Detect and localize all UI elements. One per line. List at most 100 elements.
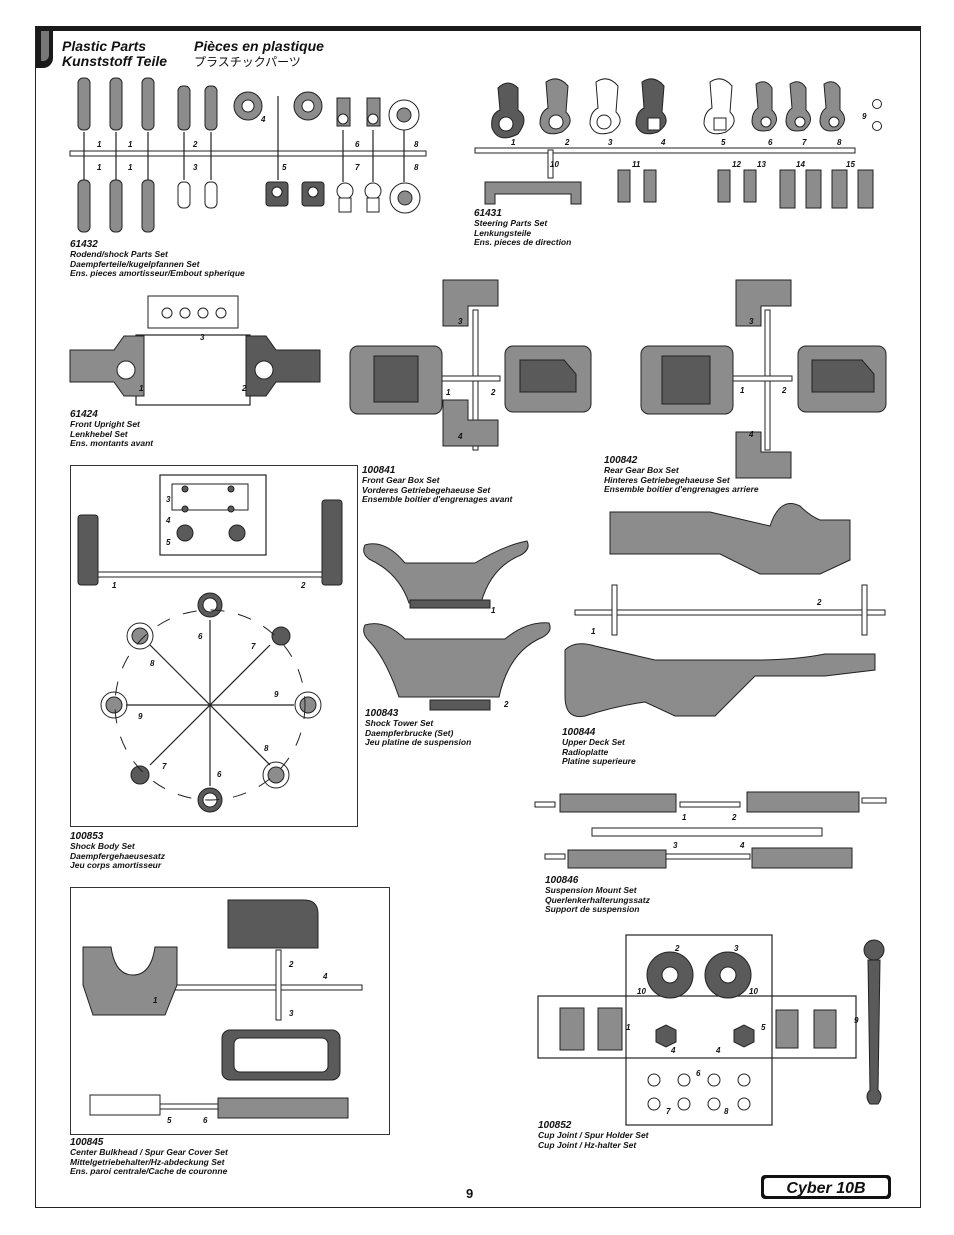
- part-num: 1: [491, 606, 496, 615]
- part-num: 3: [749, 317, 754, 326]
- part-num: 6: [217, 770, 222, 779]
- part-num: 7: [355, 163, 360, 172]
- part-num: 4: [740, 841, 745, 850]
- sprue-100843: [363, 540, 551, 711]
- part-num: 4: [166, 516, 171, 525]
- caption-100841: 100841 Front Gear Box Set Vorderes Getri…: [362, 465, 512, 505]
- part-number: 100844: [562, 727, 596, 738]
- caption-en: Center Bulkhead / Spur Gear Cover Set: [70, 1147, 228, 1157]
- sprue-100846: [534, 791, 887, 869]
- part-num: 1: [128, 140, 133, 149]
- caption-de: Lenkungsteile: [474, 227, 532, 238]
- part-num: 2: [817, 598, 822, 607]
- caption-100843: 100843 Shock Tower Set Daempferbrucke (S…: [365, 708, 471, 748]
- part-num: 5: [282, 163, 287, 172]
- caption-de: Cup Joint / Hz-halter Set: [538, 1139, 637, 1150]
- caption-en: Suspension Mount Set: [545, 885, 637, 895]
- part-num: 1: [682, 813, 687, 822]
- caption-en: Shock Body Set: [70, 841, 135, 851]
- caption-de: Daempfergehaeusesatz: [70, 850, 165, 861]
- part-num: 7: [251, 642, 256, 651]
- part-num: 5: [167, 1116, 172, 1125]
- svg-text:Cyber 10B: Cyber 10B: [786, 1180, 865, 1197]
- part-num: 1: [591, 627, 596, 636]
- part-number: 100843: [365, 708, 399, 719]
- part-number: 100845: [70, 1137, 104, 1148]
- part-num: 10: [749, 987, 758, 996]
- sprue-100842: [640, 279, 887, 479]
- part-num: 3: [673, 841, 678, 850]
- part-number: 61432: [70, 239, 98, 250]
- caption-100845: 100845 Center Bulkhead / Spur Gear Cover…: [70, 1137, 228, 1177]
- part-num: 11: [632, 160, 641, 169]
- part-num: 3: [734, 944, 739, 953]
- part-num: 1: [97, 163, 102, 172]
- cyber-10b-logo: Cyber 10B: [761, 1175, 891, 1199]
- part-num: 8: [414, 163, 419, 172]
- part-num: 2: [675, 944, 680, 953]
- caption-de: Radioplatte: [562, 746, 609, 757]
- caption-100853: 100853 Shock Body Set Daempfergehaeusesa…: [70, 831, 165, 871]
- sprue-100841: [349, 279, 592, 451]
- title-jp: プラスチックパーツ: [194, 55, 301, 69]
- part-num: 3: [193, 163, 198, 172]
- part-num: 12: [732, 160, 741, 169]
- caption-fr: Jeu platine de suspension: [365, 737, 472, 747]
- part-num: 2: [301, 581, 306, 590]
- part-num: 2: [565, 138, 570, 147]
- part-number: 100853: [70, 831, 104, 842]
- part-num: 1: [112, 581, 117, 590]
- part-num: 1: [153, 996, 158, 1005]
- sprue-61432: [69, 77, 427, 233]
- sprue-61431: [474, 78, 882, 209]
- part-num: 6: [203, 1116, 208, 1125]
- caption-fr: Ensemble boitier d'engrenages avant: [362, 494, 513, 504]
- shock-body-frame: [70, 465, 358, 827]
- part-num: 6: [198, 632, 203, 641]
- caption-fr: Platine superieure: [562, 756, 636, 766]
- caption-en: Upper Deck Set: [562, 737, 625, 747]
- caption-fr: Ens. montants avant: [70, 438, 154, 448]
- part-num: 9: [862, 112, 867, 121]
- part-number: 61424: [70, 409, 98, 420]
- part-num: 7: [666, 1107, 671, 1116]
- caption-fr: Ens. pieces de direction: [474, 237, 572, 247]
- header-rule: [35, 26, 920, 31]
- part-num: 4: [749, 430, 754, 439]
- part-num: 4: [261, 115, 266, 124]
- caption-100852: 100852 Cup Joint / Spur Holder Set Cup J…: [538, 1120, 649, 1150]
- part-num: 1: [740, 386, 745, 395]
- part-num: 4: [716, 1046, 721, 1055]
- caption-en: Rodend/shock Parts Set: [70, 249, 168, 259]
- caption-fr: Support de suspension: [545, 904, 640, 914]
- caption-en: Cup Joint / Spur Holder Set: [538, 1130, 649, 1140]
- part-num: 14: [796, 160, 805, 169]
- part-num: 6: [355, 140, 360, 149]
- caption-100842: 100842 Rear Gear Box Set Hinteres Getrie…: [604, 455, 759, 495]
- caption-fr: Ens. pieces amortisseur/Embout spherique: [70, 268, 245, 278]
- caption-de: Hinteres Getriebegehaeuse Set: [604, 474, 730, 485]
- part-num: 1: [128, 163, 133, 172]
- caption-de: Daempferteile/kugelpfannen Set: [70, 258, 200, 269]
- part-number: 100846: [545, 875, 579, 886]
- caption-en: Steering Parts Set: [474, 218, 548, 228]
- title-fr: Pièces en plastique: [194, 38, 324, 54]
- caption-fr: Ensemble boitier d'engrenages arriere: [604, 484, 759, 494]
- caption-61431: 61431 Steering Parts Set Lenkungsteile E…: [474, 208, 571, 248]
- sprue-100845: [82, 899, 363, 1119]
- part-num: 9: [274, 690, 279, 699]
- part-num: 10: [637, 987, 646, 996]
- part-num: 8: [724, 1107, 729, 1116]
- part-num: 1: [626, 1023, 631, 1032]
- caption-de: Mittelgetriebehalter/Hz-abdeckung Set: [70, 1156, 225, 1167]
- part-num: 2: [289, 960, 294, 969]
- caption-de: Querlenkerhalterungssatz: [545, 894, 650, 905]
- part-num: 2: [782, 386, 787, 395]
- sprue-100853: [77, 474, 343, 813]
- caption-de: Daempferbrucke (Set): [365, 727, 454, 738]
- part-num: 3: [458, 317, 463, 326]
- part-num: 2: [193, 140, 198, 149]
- part-num: 9: [138, 712, 143, 721]
- part-num: 8: [837, 138, 842, 147]
